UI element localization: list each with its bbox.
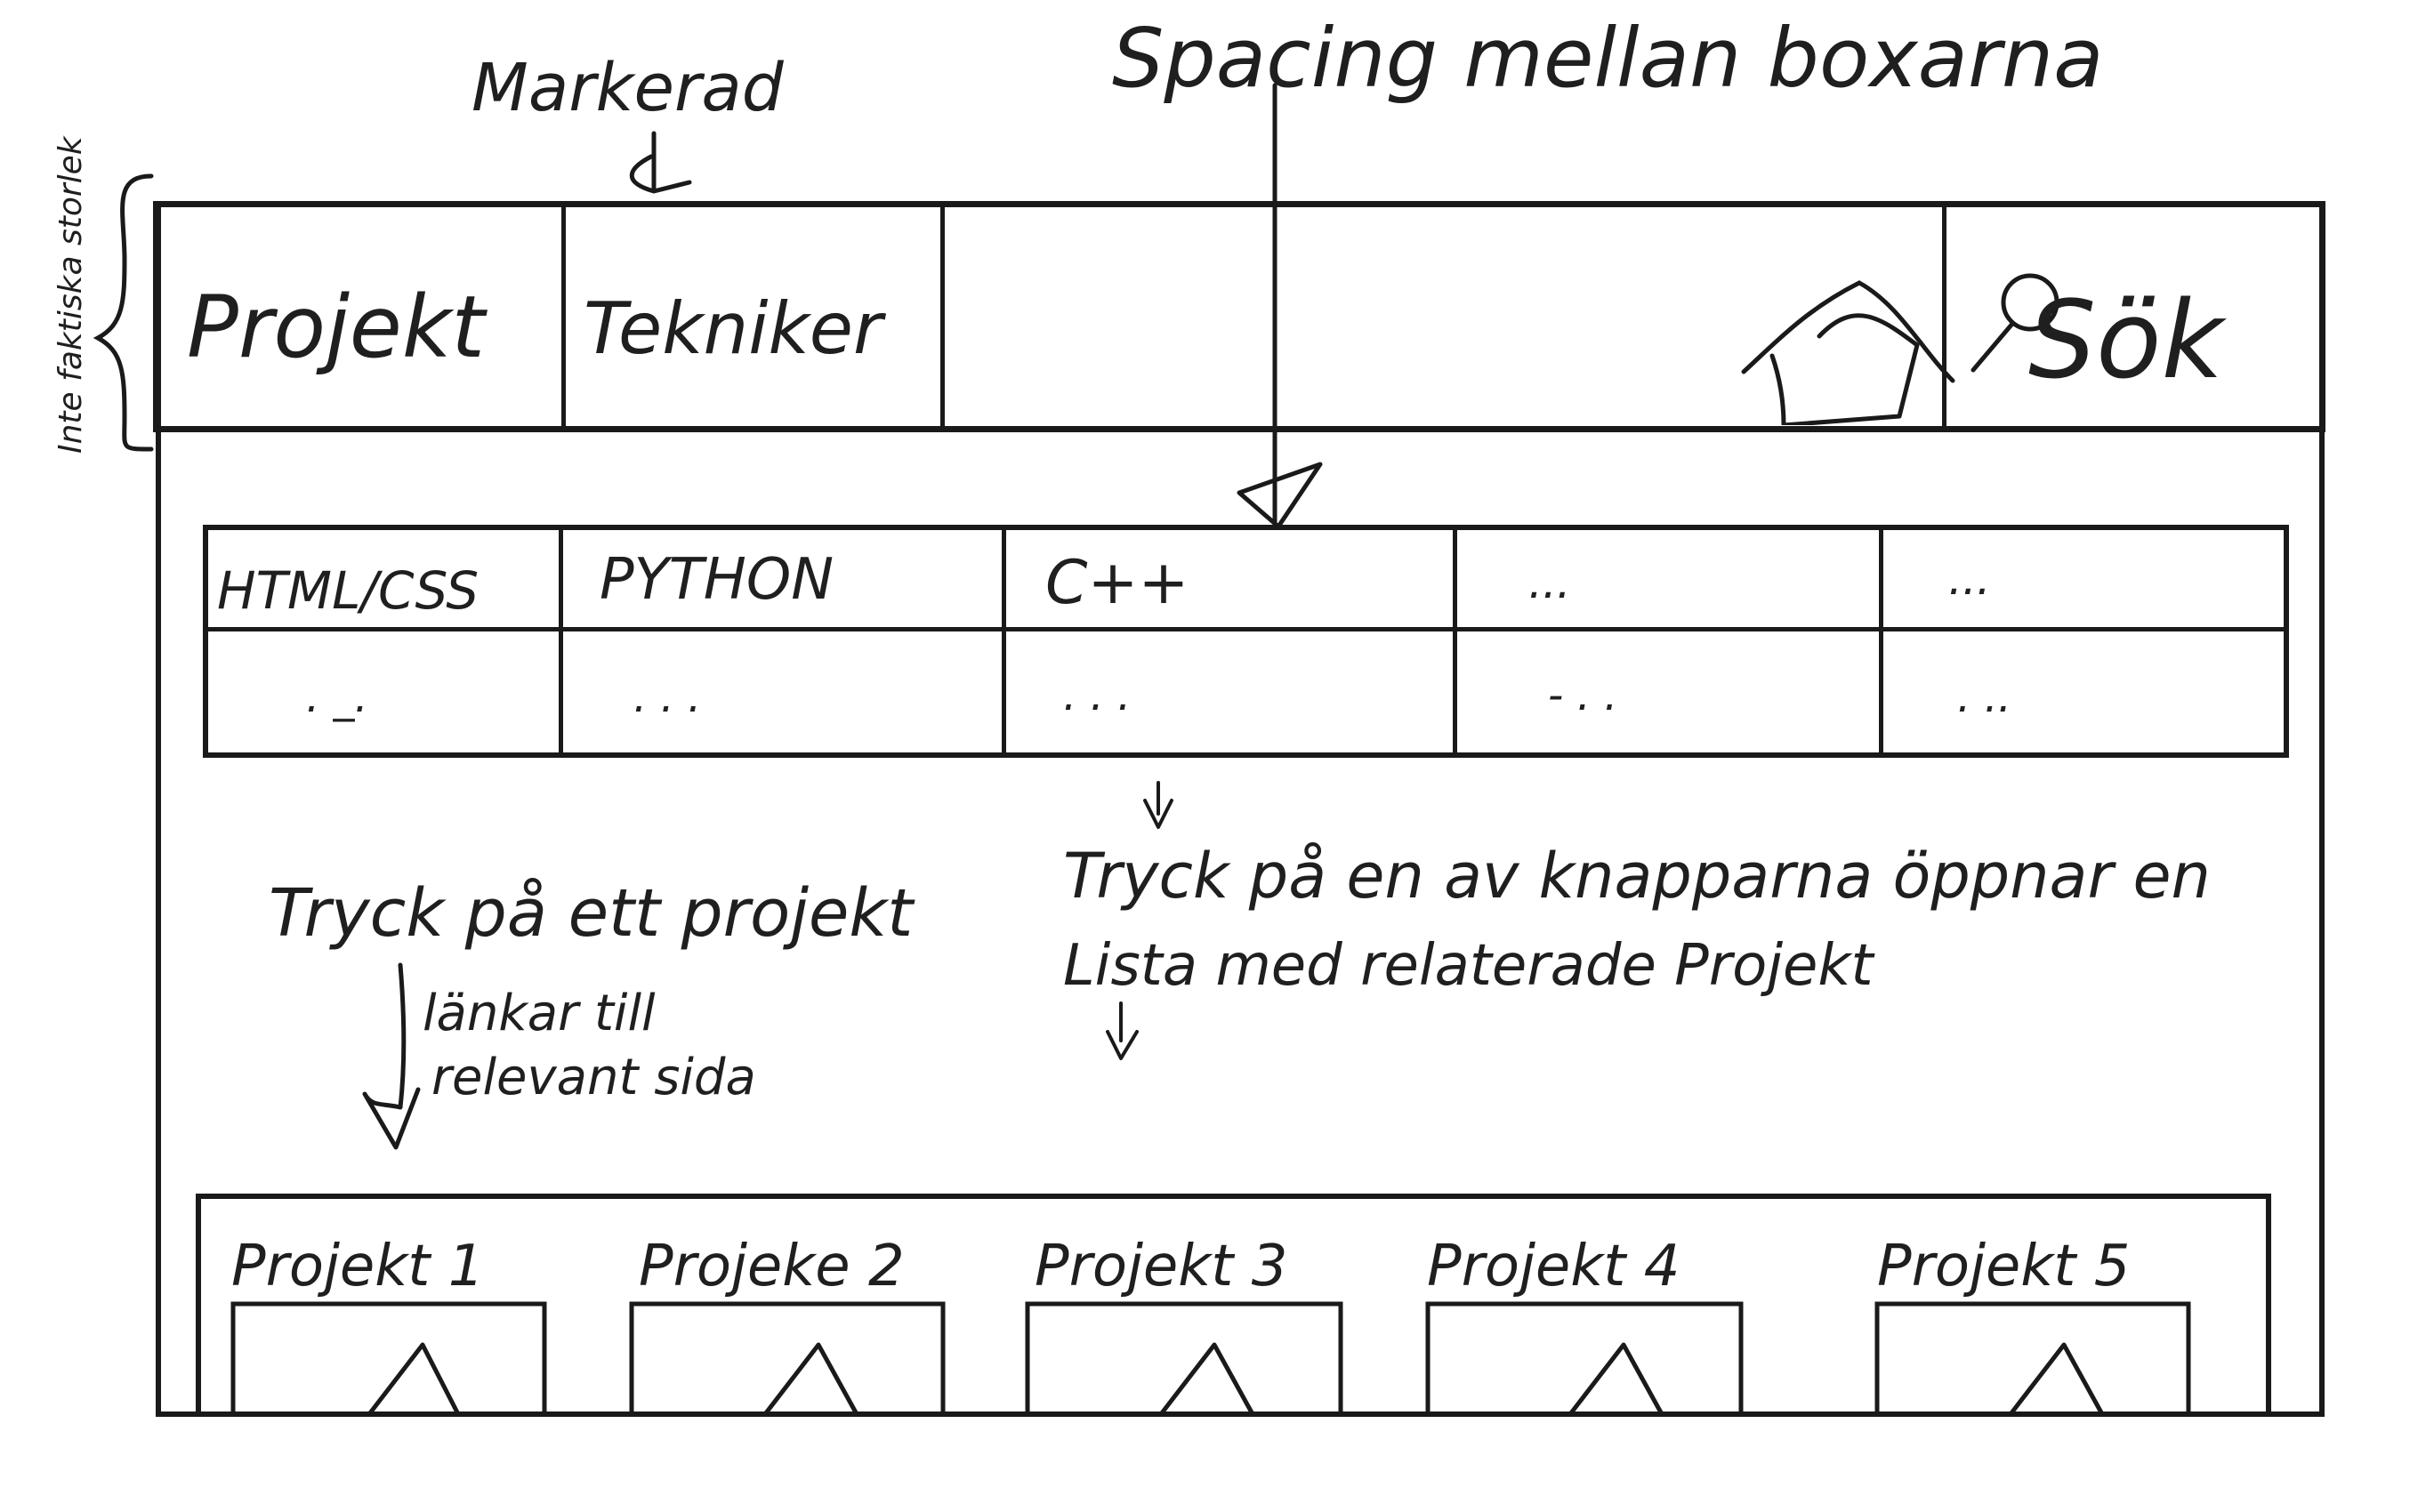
project-5-image-icon	[2009, 1342, 2105, 1416]
search-button[interactable]: Sök	[1943, 201, 2325, 432]
technique-button-more-1[interactable]: ...	[1528, 557, 1571, 608]
project-thumbnails	[230, 1301, 2191, 1417]
project-title-1[interactable]: Projekt 1	[231, 1234, 485, 1299]
technique-col-divider-1	[559, 525, 563, 758]
nav-spacer	[941, 201, 1955, 432]
technique-col-divider-3	[1453, 525, 1457, 758]
nav-item-projekt-label: Projekt	[187, 277, 486, 377]
header-brace	[93, 173, 154, 452]
search-label: Sök	[2028, 279, 2224, 403]
header-nav	[153, 201, 2325, 432]
project-4-image-icon	[1568, 1342, 1664, 1416]
search-icon	[1971, 273, 2059, 373]
button-note-line-1: Tryck på en av knapparna öppnar en	[1063, 840, 2211, 913]
technique-button-row2-3[interactable]: . . .	[1063, 671, 1132, 720]
spacing-arrow-head	[1237, 462, 1323, 529]
project-title-2[interactable]: Projeke 2	[639, 1234, 905, 1299]
technique-button-row2-4[interactable]: - . .	[1548, 671, 1618, 720]
project-1-thumbnail	[230, 1301, 547, 1417]
technique-grid	[203, 525, 2289, 758]
project-click-note-line-2: länkar till	[423, 985, 656, 1042]
selected-arrow	[629, 131, 692, 194]
nav-item-projekt[interactable]: Projekt	[153, 201, 566, 432]
project-click-note-line-1: Tryck på ett projekt	[269, 875, 914, 952]
technique-col-divider-4	[1879, 525, 1883, 758]
technique-col-divider-2	[1002, 525, 1006, 758]
spacing-annotation: Spacing mellan boxarna	[1112, 11, 2104, 106]
technique-button-cpp[interactable]: C++	[1045, 548, 1189, 618]
project-1-image-icon	[367, 1342, 461, 1416]
project-2-thumbnail	[629, 1301, 946, 1417]
project-4-thumbnail	[1425, 1301, 1744, 1417]
project-note-bracket	[362, 962, 421, 1150]
project-title-5[interactable]: Projekt 5	[1877, 1234, 2131, 1299]
project-3-thumbnail	[1025, 1301, 1343, 1417]
selected-annotation: Markerad	[471, 50, 784, 126]
project-click-note-line-3: relevant sida	[431, 1049, 756, 1106]
button-note-arrow	[1106, 1001, 1139, 1060]
project-5-thumbnail	[1874, 1301, 2191, 1417]
technique-button-python[interactable]: PYTHON	[600, 547, 834, 613]
technique-button-html-css[interactable]: HTML/CSS	[217, 560, 480, 621]
technique-button-more-2[interactable]: ...	[1948, 553, 1991, 605]
project-title-3[interactable]: Projekt 3	[1035, 1234, 1288, 1299]
nav-item-tekniker[interactable]: Tekniker	[562, 201, 945, 432]
project-title-4[interactable]: Projekt 4	[1427, 1234, 1680, 1299]
technique-button-row2-2[interactable]: . . .	[633, 672, 702, 722]
project-2-image-icon	[763, 1342, 859, 1416]
technique-note-arrow	[1143, 781, 1173, 829]
technique-button-row2-5[interactable]: . ..	[1957, 672, 2012, 722]
technique-row-1	[203, 525, 2289, 631]
project-3-image-icon	[1159, 1342, 1255, 1416]
button-note-line-2: Lista med relaterade Projekt	[1063, 933, 1874, 999]
project-section-frame	[196, 1194, 2271, 1417]
home-icon[interactable]	[1735, 265, 1966, 425]
nav-item-tekniker-label: Tekniker	[584, 287, 883, 370]
header-size-annotation: Inte faktiska storlek	[52, 136, 89, 454]
technique-button-row2-1[interactable]: . _.	[306, 672, 368, 722]
